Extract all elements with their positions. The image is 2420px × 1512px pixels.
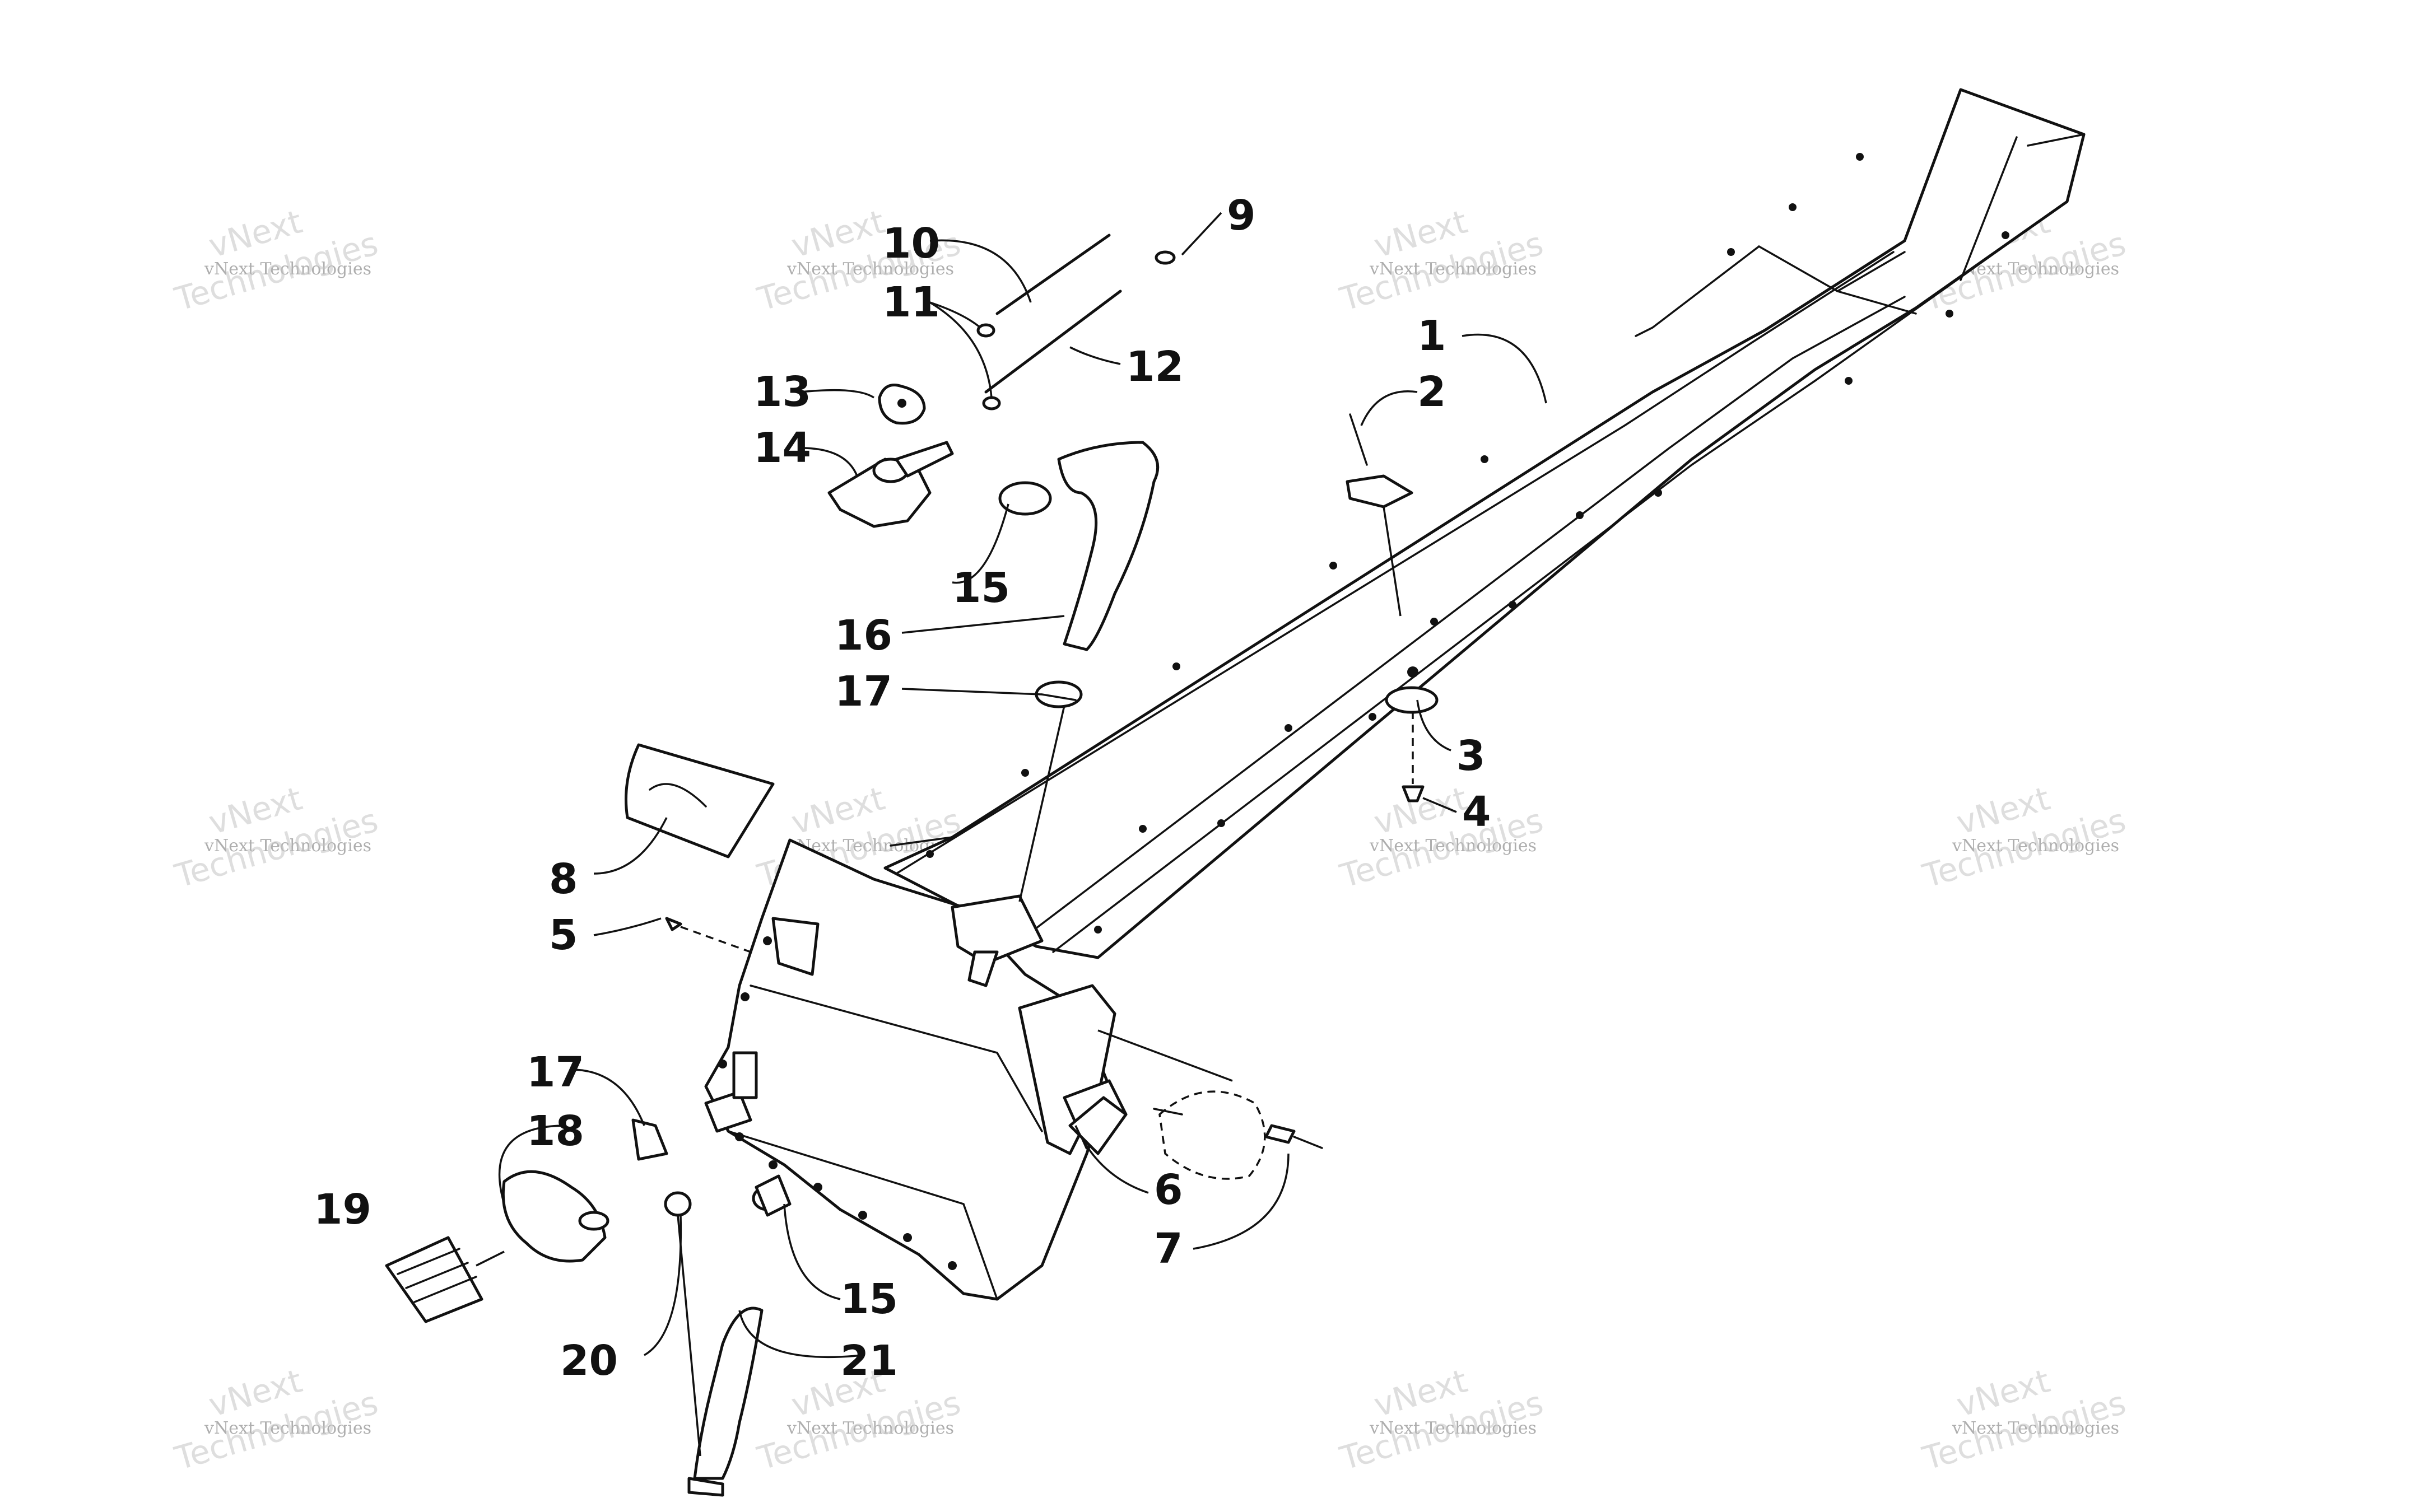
callout-5: 5: [549, 911, 578, 959]
lower-right-hose-assembly: [664, 1174, 792, 1497]
callout-6: 6: [1154, 1166, 1183, 1214]
callout-1: 1: [1417, 312, 1446, 360]
callout-18: 18: [527, 1107, 584, 1155]
callout-16: 16: [835, 612, 892, 660]
callout-7: 7: [1154, 1225, 1183, 1273]
callout-17-lower: 17: [527, 1048, 584, 1096]
callout-21: 21: [840, 1337, 898, 1385]
callout-17-upper: 17: [835, 668, 892, 716]
watermark-text: vNext Technologies: [1952, 1418, 2119, 1438]
callout-15-lower: 15: [840, 1275, 898, 1323]
leader-lines: [498, 212, 1547, 1359]
watermark-text: vNext Technologies: [204, 259, 371, 279]
filler-neck-assembly: [827, 234, 1176, 528]
watermark-text: vNext Technologies: [204, 1418, 371, 1438]
watermark-text: vNext Technologies: [1369, 836, 1537, 856]
callout-11: 11: [882, 278, 940, 326]
callout-20: 20: [560, 1337, 618, 1385]
watermark-text: vNext Technologies: [787, 259, 954, 279]
callout-10: 10: [882, 220, 940, 268]
upper-hose-assembly: [998, 441, 1160, 902]
insulation-pad: [625, 743, 775, 858]
watermark-text: vNext Technologies: [1369, 259, 1537, 279]
watermark-text: vNext Technologies: [1369, 1418, 1537, 1438]
heat-exchanger-tunnel: [883, 88, 2086, 959]
callout-labels: 1 2 3 4 5 6 7 8 9 10 11 12 13 14 15 15 1…: [314, 192, 1491, 1385]
bracket-right: [1068, 1029, 1233, 1155]
callout-13: 13: [753, 368, 811, 416]
rivet-left: [665, 917, 751, 953]
watermark-text: vNext Technologies: [204, 836, 371, 856]
callout-14: 14: [753, 424, 811, 472]
callout-12: 12: [1126, 343, 1184, 391]
callout-15-upper: 15: [952, 564, 1010, 612]
plate-and-screw-lower: [1385, 666, 1439, 802]
callout-19: 19: [314, 1186, 371, 1234]
clamp-right: [1153, 1090, 1323, 1180]
callout-3: 3: [1456, 732, 1486, 780]
front-heat-exchanger-frame: [704, 838, 1128, 1301]
rivet-plate-upper: [1346, 413, 1413, 617]
callout-9: 9: [1227, 192, 1256, 240]
watermark-text: vNext Technologies: [1952, 836, 2119, 856]
callout-4: 4: [1462, 788, 1491, 836]
watermark-text: vNext Technologies: [787, 1418, 954, 1438]
callout-8: 8: [549, 855, 578, 903]
callout-2: 2: [1417, 368, 1446, 416]
lower-left-hose-assembly: [385, 1118, 668, 1323]
